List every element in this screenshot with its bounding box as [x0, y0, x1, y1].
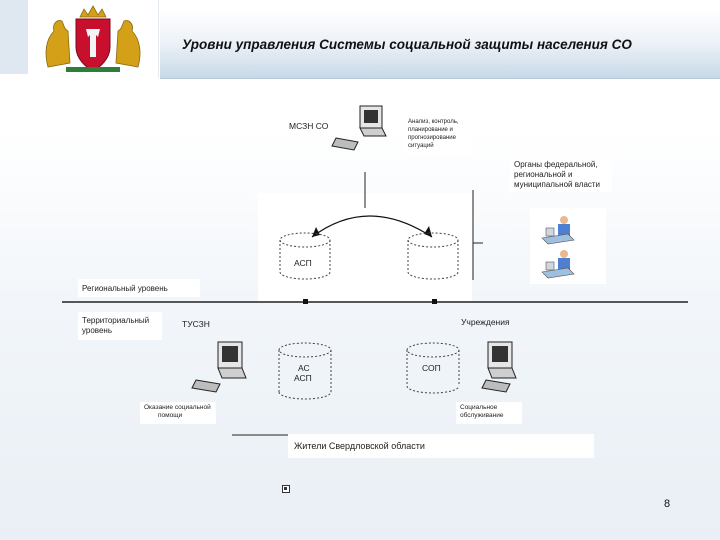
db-ac-cylinder — [278, 342, 332, 400]
page-number: 8 — [664, 498, 671, 510]
social-services-caption: Социальное обслуживание — [456, 402, 522, 424]
person-at-desk-icon — [541, 216, 575, 245]
db-right-cylinder — [407, 232, 459, 280]
db-ac-label-line2: АСП — [294, 373, 312, 383]
territorial-level-label-line2: уровень — [82, 326, 113, 335]
header-band: Уровни управления Системы социальной защ… — [160, 10, 720, 79]
social-assistance-caption: Оказание социальной помощи — [140, 402, 216, 424]
db-sop-label: СОП — [422, 363, 441, 373]
header-side-strip — [0, 0, 28, 74]
residents-box: Жители Свердловской области — [288, 434, 594, 458]
page-title: Уровни управления Системы социальной защ… — [182, 37, 632, 52]
institutions-label: Учреждения — [461, 317, 510, 327]
regional-level-label: Региональный уровень — [82, 284, 168, 293]
db-left-label: АСП — [294, 258, 312, 268]
authorities-box: Органы федеральной, региональной и муниц… — [510, 158, 612, 192]
coat-of-arms-icon — [45, 5, 141, 72]
header-logo-box — [28, 0, 159, 78]
computer-icon — [191, 341, 247, 393]
mszn-label: МСЗН СО — [289, 121, 329, 131]
computer-icon — [331, 105, 387, 151]
db-left-cylinder — [279, 232, 331, 280]
tuszn-label: ТУСЗН — [182, 319, 210, 329]
person-at-desk-icon — [541, 250, 575, 279]
management-levels-diagram: МСЗН СО Анализ, контроль, планирование и… — [0, 80, 720, 480]
db-sop-cylinder — [406, 342, 460, 394]
territorial-level-label-line1: Территориальный — [82, 316, 150, 325]
computer-icon — [481, 341, 517, 393]
analysis-note: Анализ, контроль, планирование и прогноз… — [404, 116, 472, 156]
diagram-lines — [62, 105, 688, 436]
db-ac-label-line1: АС — [298, 363, 310, 373]
bullet-marker — [282, 485, 290, 493]
